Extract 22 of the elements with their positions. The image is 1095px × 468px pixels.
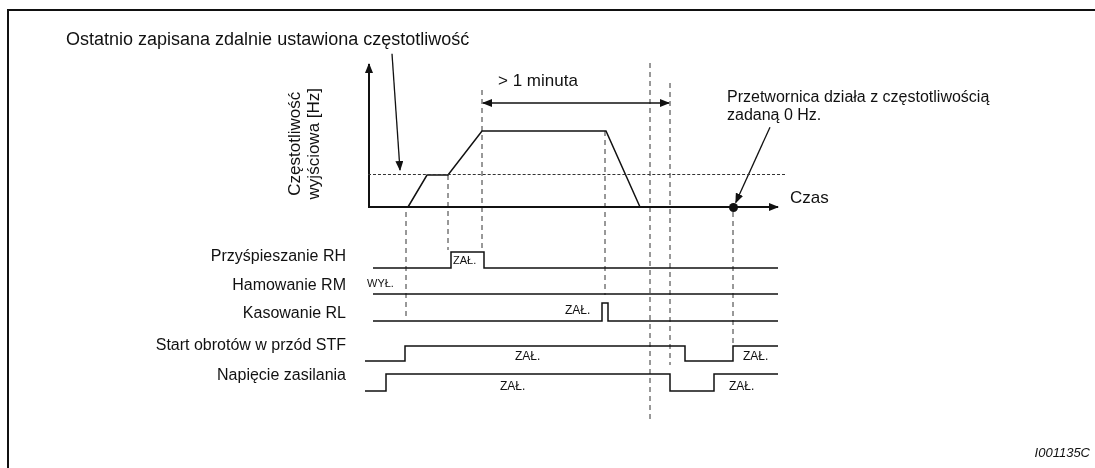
dashed-level-line [368, 174, 785, 175]
state-label: WYŁ. [367, 277, 394, 290]
signal-name: Przyśpieszanie RH [210, 247, 346, 265]
signal-name: Kasowanie RL [242, 304, 346, 322]
state-label: ZAŁ. [729, 380, 755, 394]
marker-dot [729, 203, 738, 212]
state-label: ZAŁ. [743, 350, 769, 364]
axis-title: Częstotliwość wyjściowa [Hz] [286, 86, 324, 202]
callout-text: Przetwornica działa z częstotliwością zadaną 0 Hz. [727, 88, 1037, 124]
axis-label: Czas [790, 189, 829, 208]
callout-text: Ostatnio zapisana zdalnie ustawiona częstotliwość [66, 30, 470, 50]
signal-name: Napięcie zasilania [217, 366, 346, 384]
dimension-label: > 1 minuta [498, 72, 578, 91]
leader-line [391, 53, 404, 171]
signal-name: Hamowanie RM [232, 276, 346, 294]
signal-name: Start obrotów w przód STF [155, 336, 346, 354]
state-label: ZAŁ. [565, 304, 591, 318]
state-label: ZAŁ. [515, 350, 541, 364]
state-label: ZAŁ. [453, 254, 477, 267]
figure-id: I001135C [1034, 446, 1090, 461]
state-label: ZAŁ. [500, 380, 526, 394]
leader-line [735, 126, 771, 204]
